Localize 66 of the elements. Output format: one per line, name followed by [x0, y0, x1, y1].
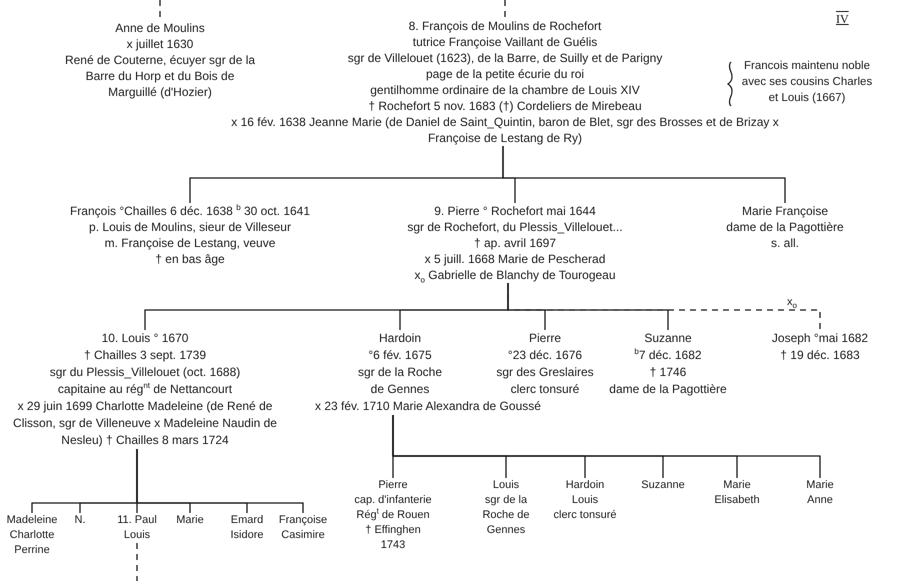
name-text: Louis — [492, 478, 520, 493]
name-text: Anne de Moulins — [115, 20, 205, 36]
name-text: Hardoin — [378, 330, 422, 347]
detail-text: $^{b}$7 déc. 1682 — [634, 347, 702, 364]
name-text: Pierre — [378, 478, 408, 493]
detail-text: capitaine au rég$^{nt}$ de Nettancourt — [58, 381, 232, 398]
detail-text: gentilhomme ordinaire de la chambre de Louis XIV — [370, 82, 640, 98]
detail-text: † 19 déc. 1683 — [780, 347, 860, 364]
detail-text: cap. d'infanterie Rég$^{t}$ de Rouen — [353, 493, 433, 523]
detail-text: x 16 fév. 1638 Jeanne Marie (de Daniel de Saint_Quintin, baron de Blet, sgr des Brosses et de Brizay x Françoise de Lestang de Ry) — [230, 114, 780, 146]
name-text: Madeleine Charlotte Perrine — [6, 513, 58, 558]
name-text: Marie Elisabeth — [713, 478, 761, 508]
detail-text: s. all. — [770, 235, 799, 251]
detail-text: † Chailles 3 sept. 1739 — [84, 347, 206, 364]
detail-text: x 23 fév. 1710 Marie Alexandra de Goussé — [315, 398, 541, 415]
name-text: François °Chailles 6 déc. 1638 $^{b}$ 30 oct. 1641 — [70, 203, 310, 219]
detail-text: sgr de Rochefort, du Plessis_Villelouet... — [407, 219, 623, 235]
name-text: 9. Pierre ° Rochefort mai 1644 — [434, 203, 596, 219]
name-text: 8. François de Moulins de Rochefort — [408, 18, 602, 34]
marriage-mark: x$_{o}$ — [786, 296, 798, 308]
detail-text: clerc tonsuré — [510, 381, 580, 398]
detail-text: page de la petite écurie du roi — [426, 66, 584, 82]
detail-text: °23 déc. 1676 — [508, 347, 582, 364]
detail-text: x 5 juill. 1668 Marie de Pescherad — [424, 251, 606, 267]
note-text: Francois maintenu noble avec ses cousins Charles et Louis (1667) — [740, 59, 874, 106]
detail-text: m. Françoise de Lestang, veuve — [104, 235, 276, 251]
detail-text: sgr de Villelouet (1623), de la Barre, de Suilly et de Parigny — [348, 50, 662, 66]
family-line — [504, 0, 506, 18]
detail-text: sgr de la Roche de Gennes — [356, 364, 444, 398]
detail-text: °6 fév. 1675 — [368, 347, 432, 364]
detail-text: tutrice Françoise Vaillant de Guélis — [412, 34, 598, 50]
detail-text: x$_{o}$ Gabrielle de Blanchy de Tourogeau — [414, 267, 616, 283]
name-text: Joseph °mai 1682 — [772, 330, 868, 347]
detail-text: † 1746 — [650, 364, 686, 381]
family-line — [136, 543, 138, 581]
detail-text: dame de la Pagottière — [609, 381, 727, 398]
family-line — [136, 449, 304, 513]
name-text: Suzanne — [644, 330, 692, 347]
family-line — [159, 0, 161, 20]
name-text: 10. Louis ° 1670 — [102, 330, 188, 347]
detail-text: sgr des Greslaires — [496, 364, 594, 381]
detail-text: † Rochefort 5 nov. 1683 (†) Cordeliers de Mirebeau — [368, 98, 642, 114]
family-line — [502, 146, 786, 203]
detail-text: sgr du Plessis_Villelouet (oct. 1688) — [50, 364, 240, 381]
detail-text: sgr de la Roche de Gennes — [481, 493, 531, 538]
name-text: Françoise Casimire — [278, 513, 328, 543]
name-text: Marie — [176, 513, 204, 528]
name-text: Suzanne — [641, 478, 685, 493]
name-text: 11. Paul Louis — [116, 513, 158, 543]
detail-text: x 29 juin 1699 Charlotte Madeleine (de René de Clisson, sgr de Villeneuve x Madeleine Naudin de Nesleu) † Chailles 8 mars 1724 — [12, 398, 278, 449]
detail-text: x juillet 1630 — [126, 36, 194, 52]
name-text: Pierre — [528, 330, 561, 347]
detail-text: René de Couterne, écuyer sgr de la Barre du Horp et du Bois de Marguillé (d'Hozier) — [64, 52, 256, 100]
detail-text: clerc tonsuré — [554, 508, 616, 523]
detail-text: p. Louis de Moulins, sieur de Villeseur — [89, 219, 291, 235]
family-line — [507, 283, 821, 330]
detail-text: dame de la Pagottière — [726, 219, 844, 235]
name-text: Emard Isidore — [229, 513, 265, 543]
name-text: N. — [74, 513, 86, 528]
name-text: Marie Anne — [805, 478, 835, 508]
name-text: Marie Françoise — [742, 203, 828, 219]
detail-text: † ap. avril 1697 — [474, 235, 556, 251]
detail-text: † en bas âge — [155, 251, 225, 267]
family-line — [392, 415, 821, 478]
detail-text: † Effinghen 1743 — [364, 523, 422, 553]
page-number: IV — [836, 12, 849, 27]
